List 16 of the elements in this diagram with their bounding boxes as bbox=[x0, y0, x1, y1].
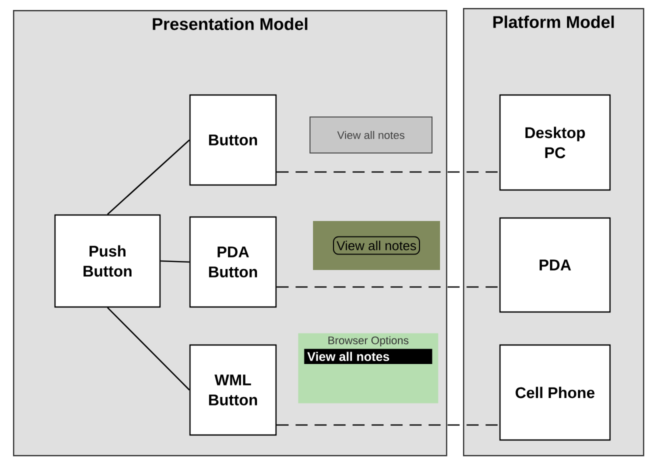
button-sample: View all notes bbox=[310, 116, 432, 154]
component-box: WML Button bbox=[189, 344, 277, 436]
component-box: Desktop PC bbox=[499, 94, 611, 191]
connector-line bbox=[107, 140, 190, 215]
component-box: PDA bbox=[499, 217, 611, 313]
dashed-connector bbox=[276, 286, 500, 288]
dashed-connector bbox=[276, 424, 500, 426]
button-sample: View all notes bbox=[313, 221, 440, 270]
dashed-connector bbox=[276, 171, 500, 173]
component-box: Button bbox=[189, 94, 277, 186]
connector-line bbox=[107, 307, 190, 390]
component-box: PDA Button bbox=[189, 216, 277, 308]
component-box: Push Button bbox=[54, 214, 161, 308]
component-box: Cell Phone bbox=[499, 344, 611, 441]
menu-sample: Browser Options View all notes bbox=[298, 333, 438, 404]
connector-line bbox=[160, 260, 190, 263]
